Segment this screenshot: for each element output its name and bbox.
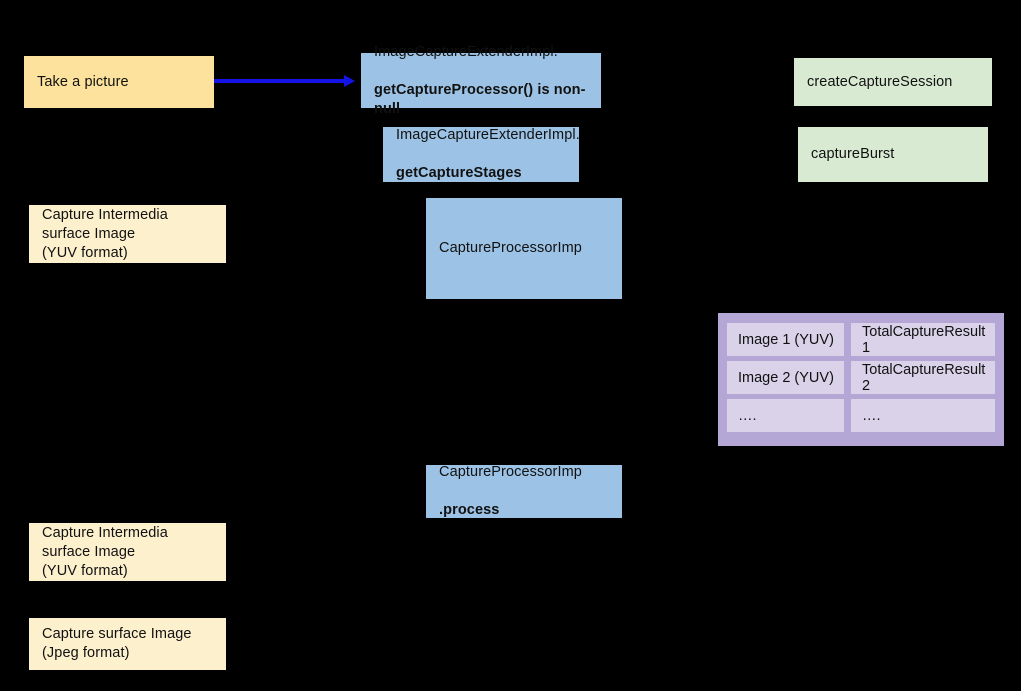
node-capture-processor-imp[interactable]: CaptureProcessorImp (426, 198, 622, 299)
node-capture-burst[interactable]: captureBurst (798, 127, 988, 182)
node-get-capture-stages-text: ImageCaptureExtenderImpl. getCaptureStag… (396, 107, 580, 202)
node-get-capture-processor[interactable]: ImageCaptureExtenderImpl. getCaptureProc… (361, 44, 601, 117)
results-table-cell-result-1-label: TotalCaptureResult 1 (862, 323, 986, 356)
node-capture-processor-imp-process-line1: CaptureProcessorImp (439, 464, 582, 480)
node-capture-processor-imp-process[interactable]: CaptureProcessorImp .process (426, 464, 622, 518)
arrow-take-picture-to-get-capture-processor-head (344, 75, 355, 87)
node-capture-intermedia-surface-yuv-top[interactable]: Capture Intermedia surface Image (YUV fo… (29, 205, 226, 263)
node-take-a-picture[interactable]: Take a picture (24, 56, 214, 108)
results-table-cell-image-1[interactable]: Image 1 (YUV) (727, 323, 844, 356)
node-take-a-picture-label: Take a picture (37, 73, 129, 90)
results-table-cell-result-2-label: TotalCaptureResult 2 (862, 361, 986, 394)
node-capture-processor-imp-process-line2: .process (439, 502, 500, 518)
results-table-cell-result-more[interactable]: …. (851, 399, 995, 432)
node-get-capture-processor-line2: getCaptureProcessor() is non-null (374, 81, 586, 117)
node-capture-surface-image-jpeg[interactable]: Capture surface Image (Jpeg format) (29, 618, 226, 670)
node-capture-intermedia-surface-yuv-bottom[interactable]: Capture Intermedia surface Image (YUV fo… (29, 523, 226, 581)
node-get-capture-stages-line1: ImageCaptureExtenderImpl. (396, 127, 580, 143)
results-table-cell-result-2[interactable]: TotalCaptureResult 2 (851, 361, 995, 394)
node-create-capture-session[interactable]: createCaptureSession (794, 58, 992, 106)
node-capture-surface-image-jpeg-label: Capture surface Image (Jpeg format) (42, 626, 192, 661)
node-capture-intermedia-surface-yuv-top-label: Capture Intermedia surface Image (YUV fo… (42, 206, 168, 261)
results-table: Image 1 (YUV) TotalCaptureResult 1 Image… (718, 313, 1004, 446)
results-table-cell-image-more[interactable]: …. (727, 399, 844, 432)
arrow-take-picture-to-get-capture-processor-line (214, 79, 344, 83)
node-get-capture-stages-line2: getCaptureStages (396, 165, 522, 181)
node-capture-processor-imp-process-text: CaptureProcessorImp .process (439, 444, 614, 539)
results-table-cell-image-more-label: …. (738, 407, 757, 424)
node-get-capture-processor-line1: ImageCaptureExtenderImpl. (374, 43, 558, 60)
results-table-cell-result-more-label: …. (862, 407, 881, 424)
node-capture-intermedia-surface-yuv-bottom-label: Capture Intermedia surface Image (YUV fo… (42, 524, 168, 579)
results-table-cell-image-2-label: Image 2 (YUV) (738, 369, 834, 386)
node-capture-processor-imp-label: CaptureProcessorImp (439, 240, 582, 256)
node-get-capture-stages[interactable]: ImageCaptureExtenderImpl. getCaptureStag… (383, 127, 580, 182)
node-capture-burst-label: captureBurst (811, 146, 895, 162)
results-table-cell-result-1[interactable]: TotalCaptureResult 1 (851, 323, 995, 356)
results-table-cell-image-2[interactable]: Image 2 (YUV) (727, 361, 844, 394)
node-create-capture-session-label: createCaptureSession (807, 73, 953, 90)
results-table-cell-image-1-label: Image 1 (YUV) (738, 331, 834, 348)
node-get-capture-processor-text: ImageCaptureExtenderImpl. getCaptureProc… (374, 24, 593, 138)
